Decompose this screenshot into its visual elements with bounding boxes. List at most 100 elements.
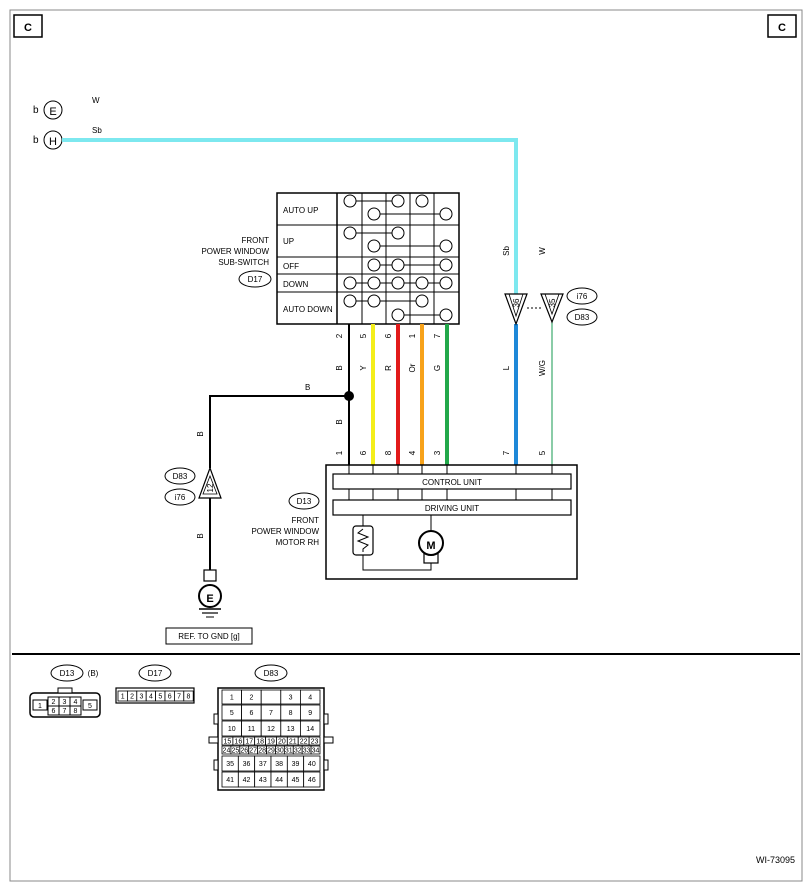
wire-label: Y: [359, 365, 368, 371]
motor-pin-numbers: 1 6 8 4 3 7 5: [335, 450, 547, 455]
d83-pin: 27: [249, 748, 257, 755]
corner-marker-left: C: [13, 14, 43, 38]
ground-symbol: E REF. TO GND [g]: [165, 569, 253, 645]
d83-pin: 2: [249, 695, 253, 702]
motor-pin: 8: [384, 450, 393, 455]
legend-d13: D13 (B) 1 2 3 4 6 7 8 5: [29, 664, 101, 718]
d83-pin-cell: [303, 771, 321, 788]
wire-label: Or: [408, 363, 417, 372]
switch-pin-numbers: 2 5 6 1 7: [335, 333, 442, 338]
switch-connector-badge: [238, 270, 272, 288]
d83-pin: 5: [230, 710, 234, 717]
d13-pin: 6: [52, 708, 56, 715]
d83-pin: 8: [289, 710, 293, 717]
legend-d17-name: D17: [148, 669, 163, 678]
motor-unit: CONTROL UNIT DRIVING UNIT M: [325, 464, 578, 580]
switch-pos-down: DOWN: [283, 280, 309, 289]
d13-pin: 3: [63, 699, 67, 706]
d83-pin: 41: [226, 777, 234, 784]
switch-connector-label: D17: [248, 275, 263, 284]
switch-pin: 1: [408, 333, 417, 338]
d83-pin: 32: [294, 748, 302, 755]
d83-pin: 1: [230, 695, 234, 702]
left-joint-conn-d83: D83: [173, 472, 188, 481]
d83-pin: 19: [267, 739, 275, 746]
d83-pin: 45: [292, 777, 300, 784]
d83-pin: 28: [258, 748, 266, 755]
motor-pin: 7: [502, 450, 511, 455]
connector-ref-e: b E W: [33, 96, 100, 120]
figure-id: WI-73095: [756, 855, 795, 865]
motor-connector-badge: [288, 492, 320, 510]
d83-pin: 23: [311, 739, 319, 746]
d17-pin: 3: [140, 694, 144, 701]
outer-frame: [9, 9, 803, 882]
d83-pin: 31: [285, 748, 293, 755]
right-joint-connector: 36 35 i76 D83: [504, 287, 598, 326]
d83-pin: 46: [308, 777, 316, 784]
junction-wire-label: B: [305, 383, 310, 392]
d83-pin: 42: [243, 777, 251, 784]
d83-pin: 38: [275, 761, 283, 768]
d13-pin: 4: [74, 699, 78, 706]
corner-label-left: C: [24, 22, 32, 34]
connector-h-letter: H: [49, 136, 57, 148]
d83-pin: 21: [289, 739, 297, 746]
d17-pin: 8: [187, 694, 191, 701]
d83-pin: 9: [308, 710, 312, 717]
d83-pin-cell: [299, 689, 321, 705]
wire-color-labels: B Y R Or G L W/G Sb W B: [335, 246, 547, 425]
left-joint-conn-i76: i76: [175, 493, 186, 502]
d83-pin-cell: [303, 755, 321, 772]
d83-pin: 22: [300, 739, 308, 746]
switch-pos-up: UP: [283, 237, 294, 246]
wire-b-ground: [209, 395, 349, 468]
d83-pin: 10: [228, 726, 236, 733]
control-unit-label: CONTROL UNIT: [422, 478, 482, 487]
d13-pin: 5: [88, 703, 92, 710]
motor-connector-label: D13: [297, 497, 312, 506]
motor-pin: 3: [433, 450, 442, 455]
connector-ref-h: b H Sb: [33, 126, 102, 150]
d83-pin-cell: [310, 745, 321, 755]
d83-pin: 18: [256, 739, 264, 746]
legend-d83-name: D83: [264, 669, 279, 678]
joint-pin-35: 35: [548, 298, 557, 307]
wire-label-b-lower: B: [335, 419, 344, 424]
connector-e-letter: E: [49, 106, 56, 118]
switch-pin: 6: [384, 333, 393, 338]
wire-label-wg: W/G: [538, 360, 547, 376]
motor-letter: M: [426, 540, 435, 552]
d83-pin: 15: [224, 739, 232, 746]
motor-pin: 4: [408, 450, 417, 455]
left-wire-lower-label: B: [196, 533, 205, 538]
wire-label: B: [335, 365, 344, 370]
d13-pin: 2: [52, 699, 56, 706]
d83-pin: 11: [248, 726, 255, 733]
d83-pin: 3: [289, 695, 293, 702]
d83-pin: 43: [259, 777, 267, 784]
d83-pin: 14: [306, 726, 314, 733]
switch-pos-auto-down: AUTO DOWN: [283, 305, 333, 314]
wire-label: G: [433, 365, 442, 371]
left-joint-pin: 12: [206, 483, 215, 492]
switch-pin: 2: [335, 333, 344, 338]
motor-pin: 1: [335, 450, 344, 455]
switch-label-line-2: POWER WINDOW: [201, 247, 269, 256]
switch-pos-auto-up: AUTO UP: [283, 206, 318, 215]
switch-pin: 5: [359, 333, 368, 338]
d17-pin: 1: [121, 694, 125, 701]
driving-unit-label: DRIVING UNIT: [425, 504, 479, 513]
d17-pin: 7: [177, 694, 181, 701]
motor-label-line-2: POWER WINDOW: [251, 527, 319, 536]
corner-label-right: C: [778, 22, 786, 34]
d83-pin-cell: [308, 736, 321, 746]
d83-pin: 35: [226, 761, 234, 768]
switch-pin: 7: [433, 333, 442, 338]
legend-d13-tag: (B): [88, 669, 99, 678]
d83-pin: 34: [312, 748, 320, 755]
d83-pin: 24: [223, 748, 231, 755]
d83-pin: 39: [292, 761, 300, 768]
